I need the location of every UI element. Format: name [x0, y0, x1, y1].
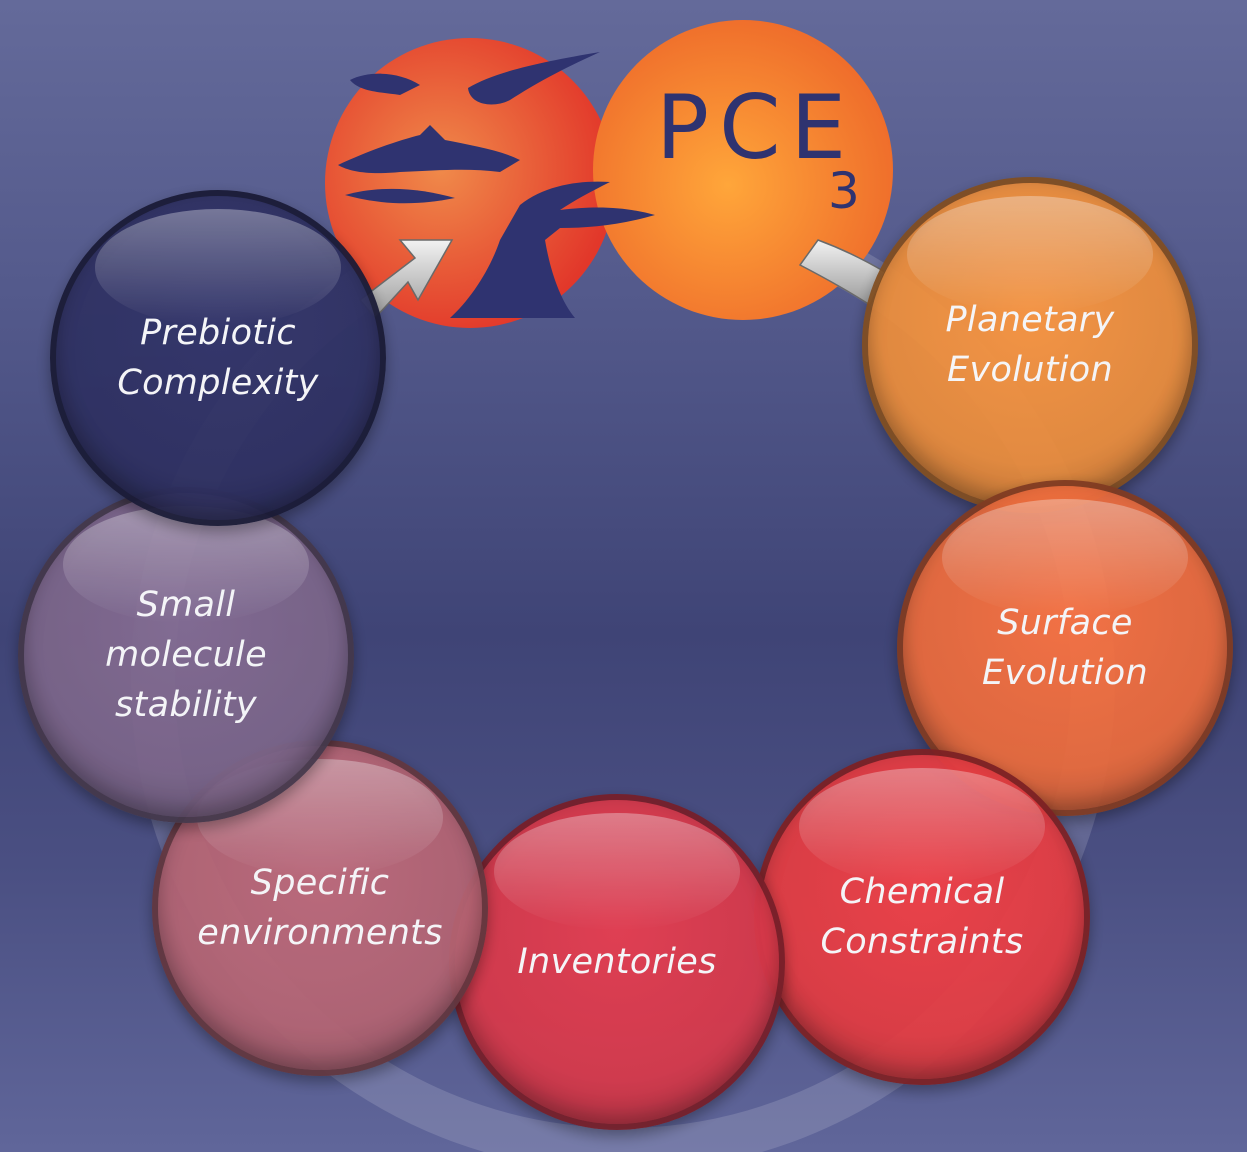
- node-label-small-molecule-stability: Small molecule stability: [105, 585, 267, 725]
- smoke-plume-icon: [450, 181, 655, 318]
- node-prebiotic-complexity: Prebiotic Complexity: [50, 190, 386, 526]
- node-inventories: Inventories: [449, 794, 785, 1130]
- logo-subscript: 3: [828, 162, 860, 220]
- node-chemical-constraints: Chemical Constraints: [754, 749, 1090, 1085]
- node-label-surface-evolution: Surface Evolution: [982, 603, 1148, 693]
- node-label-prebiotic-complexity: Prebiotic Complexity: [117, 313, 319, 403]
- node-small-molecule-stability: Small molecule stability: [18, 487, 354, 823]
- volcano-small-icon: [338, 125, 520, 174]
- node-label-specific-environments: Specific environments: [197, 863, 443, 953]
- node-label-inventories: Inventories: [517, 942, 717, 982]
- cloud-icon: [350, 73, 420, 95]
- arrow-into-logo: [358, 239, 454, 320]
- cloud-low-icon: [345, 188, 455, 204]
- node-label-planetary-evolution: Planetary Evolution: [945, 300, 1115, 390]
- node-highlight: [493, 812, 741, 930]
- logo-silhouettes: [338, 52, 655, 318]
- node-label-chemical-constraints: Chemical Constraints: [820, 872, 1024, 962]
- node-planetary-evolution: Planetary Evolution: [862, 177, 1198, 513]
- logo-text: PCE: [656, 76, 856, 179]
- comet-icon: [468, 52, 600, 105]
